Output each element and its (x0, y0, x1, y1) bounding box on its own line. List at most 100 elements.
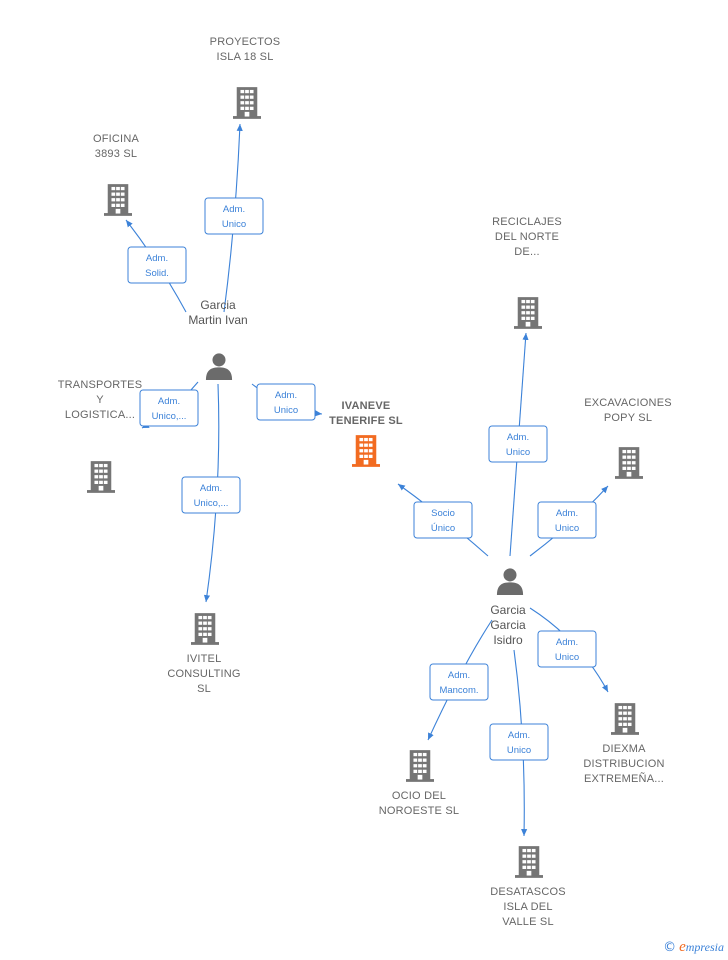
building-icon (611, 703, 639, 735)
node-label-line: DISTRIBUCION (583, 758, 664, 770)
edge-label-box (181, 476, 241, 514)
company-node-proyectos[interactable]: PROYECTOS ISLA 18 SL (210, 36, 281, 119)
edge-label-box (204, 197, 264, 235)
company-node-oficina[interactable]: OFICINA 3893 SL (93, 133, 139, 216)
edge-label-box (429, 663, 489, 701)
edge-label-box (488, 425, 548, 463)
edge-garcia_garcia-to-excavaciones: Adm. Unico (529, 485, 609, 557)
node-label-line: Garcia (200, 298, 236, 312)
building-icon (87, 461, 115, 493)
building-icon (515, 846, 543, 878)
node-label-line: DEL NORTE (495, 231, 559, 243)
node-label-line: DESATASCOS (490, 886, 566, 898)
edge-label-box (413, 501, 473, 539)
node-label-line: Martin Ivan (188, 313, 247, 327)
building-icon (233, 87, 261, 119)
edge-label-text: Adm. (200, 483, 222, 494)
building-icon (352, 435, 380, 467)
edge-label-text: Adm. (556, 637, 578, 648)
edge-label-box (256, 383, 316, 421)
edge-garcia_garcia-to-desatascos: Adm. Unico (489, 649, 549, 837)
edge-label-text: Solid. (145, 268, 169, 279)
building-icon (406, 750, 434, 782)
edge-garcia_garcia-to-diexma: Adm. Unico (529, 607, 609, 693)
node-label-line: DIEXMA (602, 743, 646, 755)
edge-label-text: Unico,... (194, 498, 229, 509)
building-icon (191, 613, 219, 645)
edge-garcia_martin-to-proyectos: Adm. Unico (204, 123, 264, 313)
node-label-line: POPY SL (604, 412, 652, 424)
edge-garcia_garcia-to-reciclajes: Adm.Unico (488, 332, 548, 557)
node-label-line: Y (96, 394, 104, 406)
node-label-line: DE... (514, 246, 539, 258)
person-icon (496, 568, 524, 595)
edge-label-text: Unico (222, 219, 246, 230)
node-label-line: RECICLAJES (492, 216, 562, 228)
edge-label-text: Unico (507, 745, 531, 756)
edge-label-text: Adm. (275, 390, 297, 401)
company-node-transportes[interactable]: TRANSPORTES Y LOGISTICA... (58, 379, 143, 493)
edge-label-text: Adm. (158, 396, 180, 407)
building-icon (514, 297, 542, 329)
edge-label-text: Adm. (508, 730, 530, 741)
company-node-ivaneve[interactable]: IVANEVE TENERIFE SL (329, 400, 403, 467)
node-label-line: EXCAVACIONES (584, 397, 672, 409)
node-label-line: ISLA 18 SL (216, 51, 273, 63)
edge-label-text: Adm. (223, 204, 245, 215)
edge-label-text: Mancom. (439, 685, 478, 696)
company-node-reciclajes[interactable]: RECICLAJES DEL NORTE DE... (492, 216, 562, 329)
node-label-line: CONSULTING (167, 668, 240, 680)
edge-label-text: Adm. (146, 253, 168, 264)
copyright-symbol: © (663, 940, 677, 955)
node-label-line: LOGISTICA... (65, 409, 135, 421)
node-label-line: TRANSPORTES (58, 379, 143, 391)
node-label-line: PROYECTOS (210, 36, 281, 48)
node-label-line: IVANEVE (342, 400, 391, 412)
node-label-line: OFICINA (93, 133, 139, 145)
node-label-line: IVITEL (187, 653, 222, 665)
node-label-line: OCIO DEL (392, 790, 446, 802)
node-label-line: ISLA DEL (503, 901, 552, 913)
brand-initial: e (679, 939, 686, 955)
node-label-line: 3893 SL (95, 148, 137, 160)
company-node-desatascos[interactable]: DESATASCOS ISLA DEL VALLE SL (490, 846, 566, 928)
person-icon (205, 353, 233, 380)
nodes-layer: IVANEVE TENERIFE SL PROYECTOS ISLA 18 SL OFI… (58, 36, 672, 928)
edge-garcia_martin-to-ivaneve: Adm. Unico (251, 383, 323, 421)
node-label-line: VALLE SL (502, 916, 554, 928)
node-label-line: TENERIFE SL (329, 415, 403, 427)
building-icon (615, 447, 643, 479)
edge-garcia_martin-to-oficina: Adm. Solid. (125, 219, 187, 313)
node-label-line: Garcia (490, 618, 526, 632)
edge-label-text: Único (431, 523, 455, 534)
edge-label-box (537, 501, 597, 539)
edge-garcia_martin-to-ivitel: Adm. Unico,... (181, 383, 241, 603)
node-label-line: Isidro (493, 633, 523, 647)
edge-label-text: Unico (555, 652, 579, 663)
edge-label-box (139, 389, 199, 427)
edge-label-text: Unico,... (152, 411, 187, 422)
node-label-line: EXTREMEÑA... (584, 772, 664, 785)
edge-garcia_martin-to-transportes: Adm. Unico,... (139, 381, 199, 429)
building-icon (104, 184, 132, 216)
edge-label-box (127, 246, 187, 284)
company-node-diexma[interactable]: DIEXMA DISTRIBUCION EXTREMEÑA... (583, 703, 664, 785)
edge-label-text: Unico (274, 405, 298, 416)
edge-label-text: Adm. (556, 508, 578, 519)
company-node-excavaciones[interactable]: EXCAVACIONES POPY SL (584, 397, 672, 479)
edges-layer: Adm.UnicoAdm.Solid.Adm.Unico,...Adm.Unic… (125, 123, 609, 837)
edge-label-text: Unico (506, 447, 530, 458)
edge-label-text: Unico (555, 523, 579, 534)
edge-label-text: Socio (431, 508, 455, 519)
brand-name: mpresia (685, 940, 724, 954)
company-node-ocio[interactable]: OCIO DEL NOROESTE SL (379, 750, 459, 817)
node-label-line: NOROESTE SL (379, 805, 459, 817)
edge-label-box (489, 723, 549, 761)
node-label-line: Garcia (490, 603, 526, 617)
edge-label-text: Adm. (448, 670, 470, 681)
